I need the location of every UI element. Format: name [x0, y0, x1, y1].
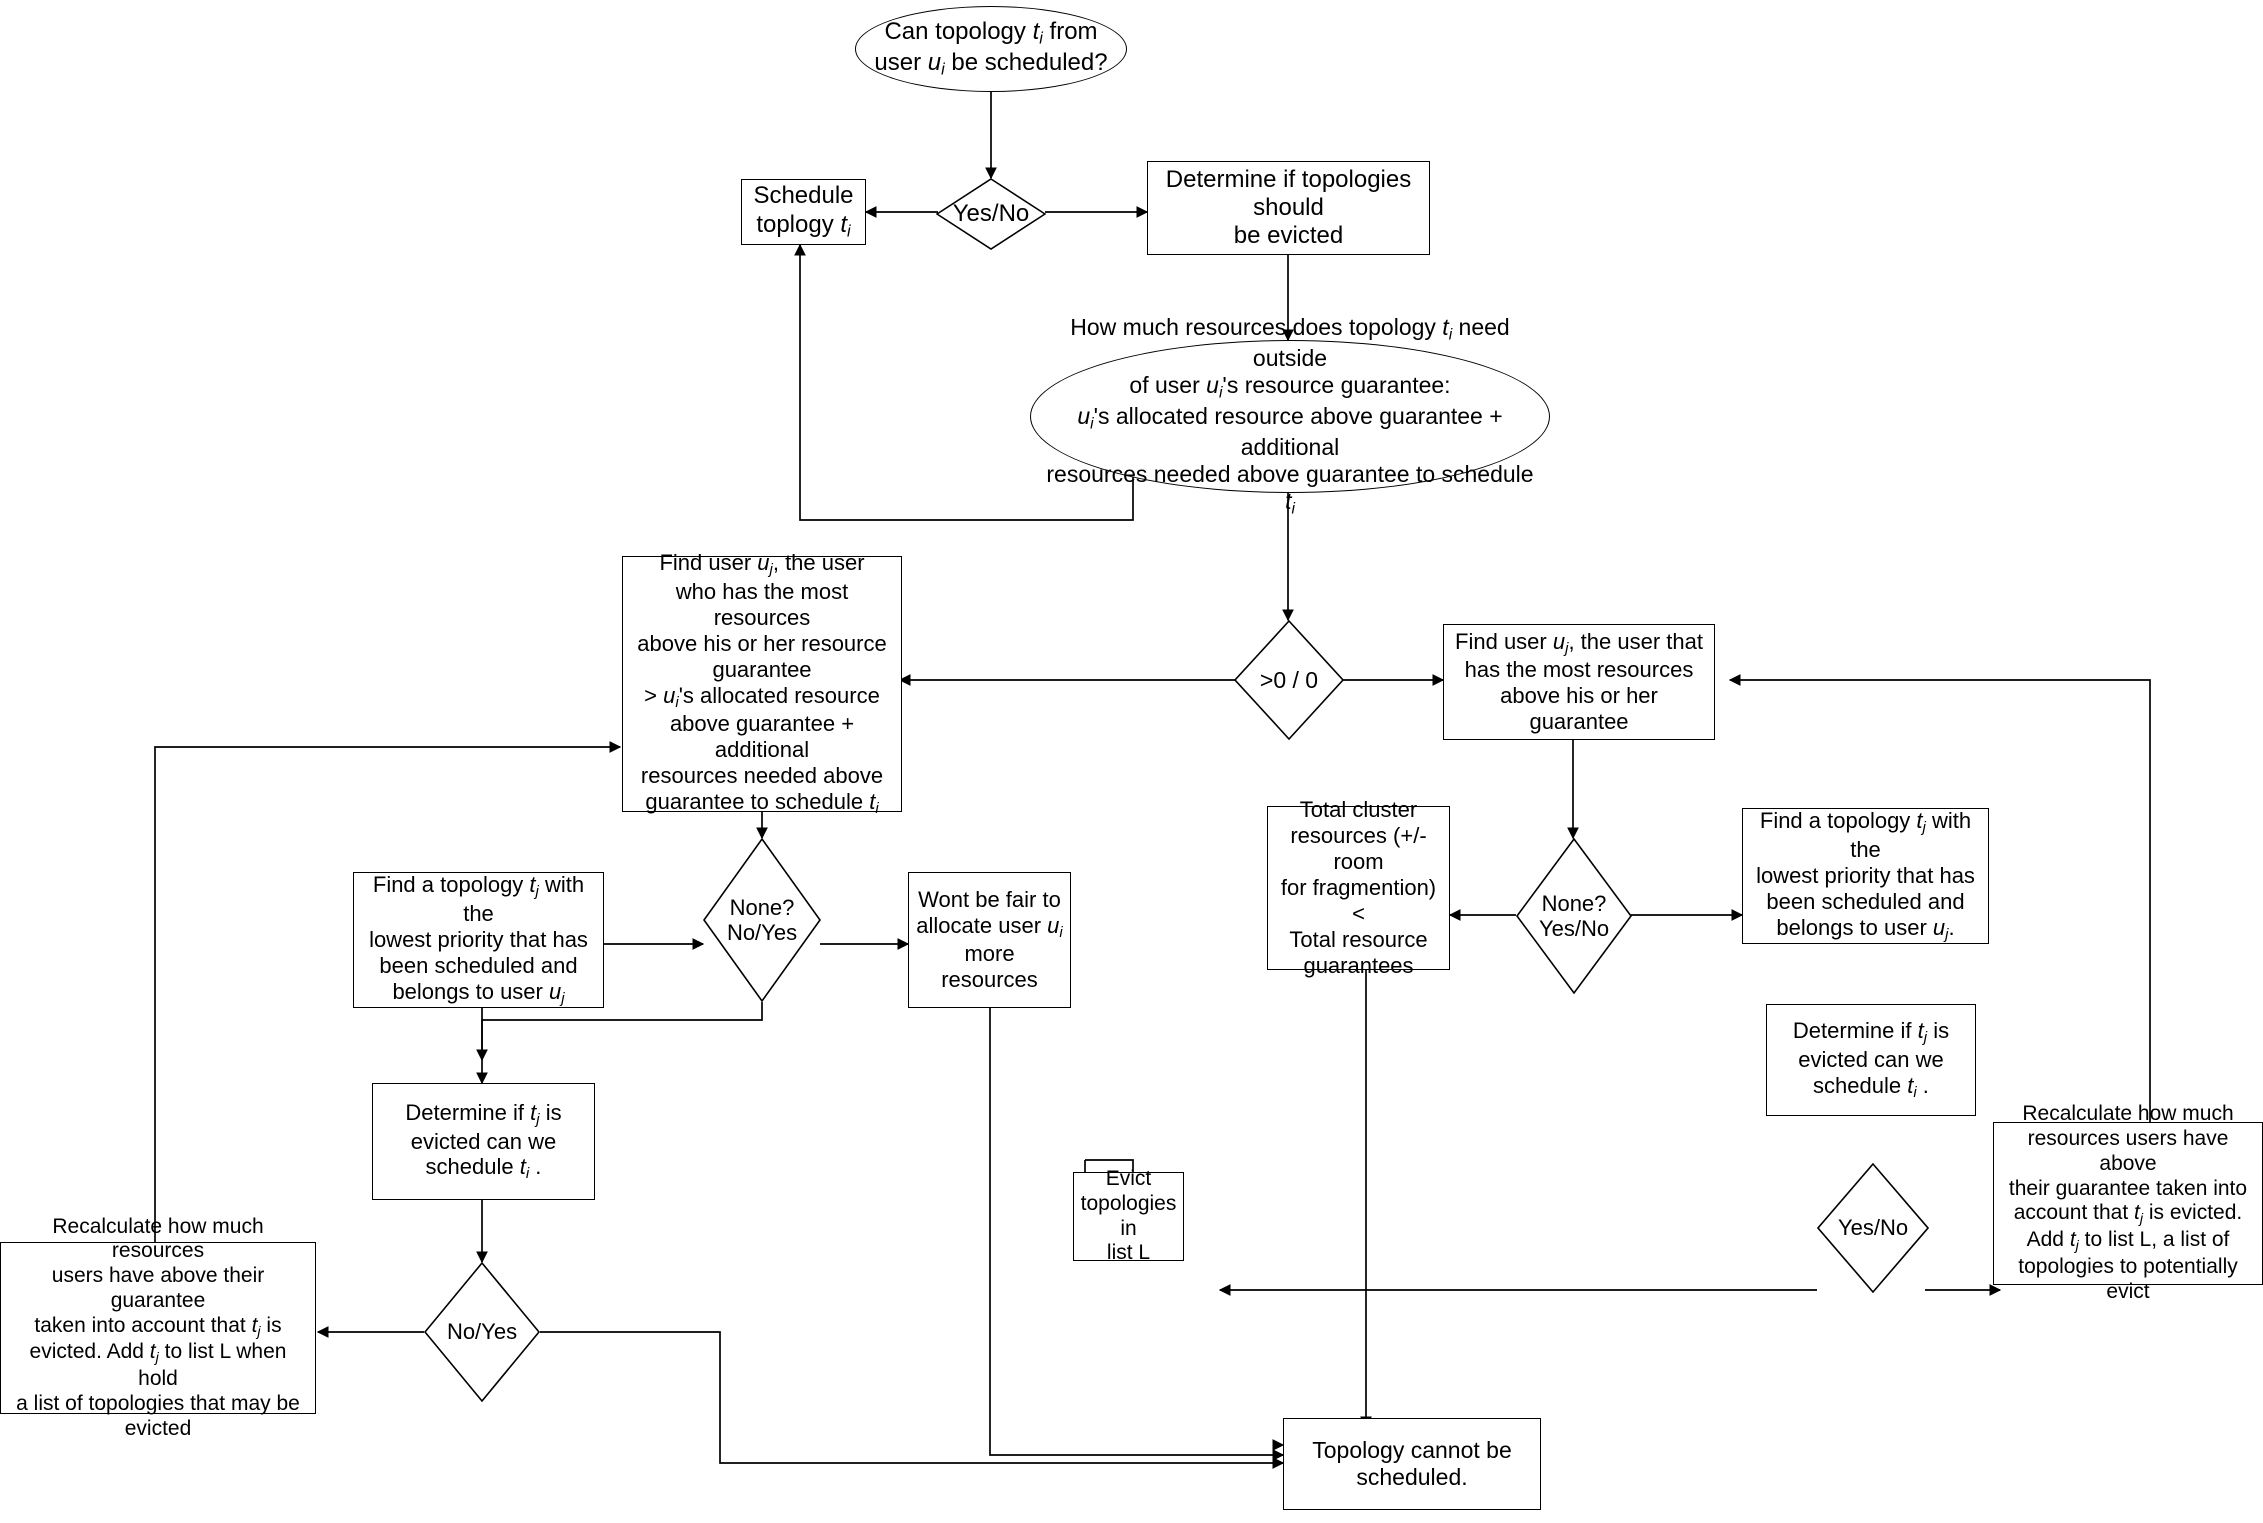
diamond-shape: [1234, 620, 1344, 740]
decision-gt-zero-label: >0 / 0: [1259, 666, 1319, 693]
decision-yes-no-right[interactable]: Yes/No: [1817, 1163, 1929, 1293]
decision-gt-zero[interactable]: >0 / 0: [1234, 620, 1344, 740]
diamond-shape: [936, 178, 1046, 250]
decision-none-yes-no-label: None? Yes/No: [1538, 890, 1610, 941]
node-how-much-resources-label: How much resources does topology ti need…: [1046, 314, 1534, 518]
node-total-cluster-resources: Total cluster resources (+/- room for fr…: [1267, 797, 1450, 978]
node-total-cluster-resources-label: Total cluster resources (+/- room for fr…: [1280, 797, 1437, 978]
decision-yes-no-top[interactable]: Yes/No: [936, 178, 1046, 250]
diamond-shape: [1516, 838, 1632, 994]
node-determine-evicted: Determine if topologies should be evicte…: [1147, 161, 1430, 255]
diamond-shape: [1817, 1163, 1929, 1293]
node-evict-topologies-label: Evict topologies in list L: [1080, 1166, 1177, 1265]
decision-yes-no-top-label: Yes/No: [952, 200, 1030, 228]
decision-yes-no-right-label: Yes/No: [1837, 1215, 1909, 1241]
decision-no-yes-bottom[interactable]: No/Yes: [424, 1262, 540, 1402]
node-evict-topologies: Evict topologies in list L: [1073, 1167, 1184, 1264]
diamond-shape: [703, 838, 821, 1002]
node-how-much-resources: How much resources does topology ti need…: [1030, 314, 1550, 517]
node-topology-cannot-be-scheduled-label: Topology cannot be scheduled.: [1312, 1436, 1512, 1490]
node-topology-cannot-be-scheduled: Topology cannot be scheduled.: [1283, 1418, 1541, 1510]
decision-none-no-yes[interactable]: None? No/Yes: [703, 838, 821, 1002]
node-determine-evicted-label: Determine if topologies should be evicte…: [1165, 165, 1412, 250]
decision-none-no-yes-label: None? No/Yes: [726, 894, 798, 945]
decision-none-yes-no[interactable]: None? Yes/No: [1516, 838, 1632, 994]
diamond-shape: [424, 1262, 540, 1402]
decision-no-yes-bottom-label: No/Yes: [446, 1319, 518, 1345]
